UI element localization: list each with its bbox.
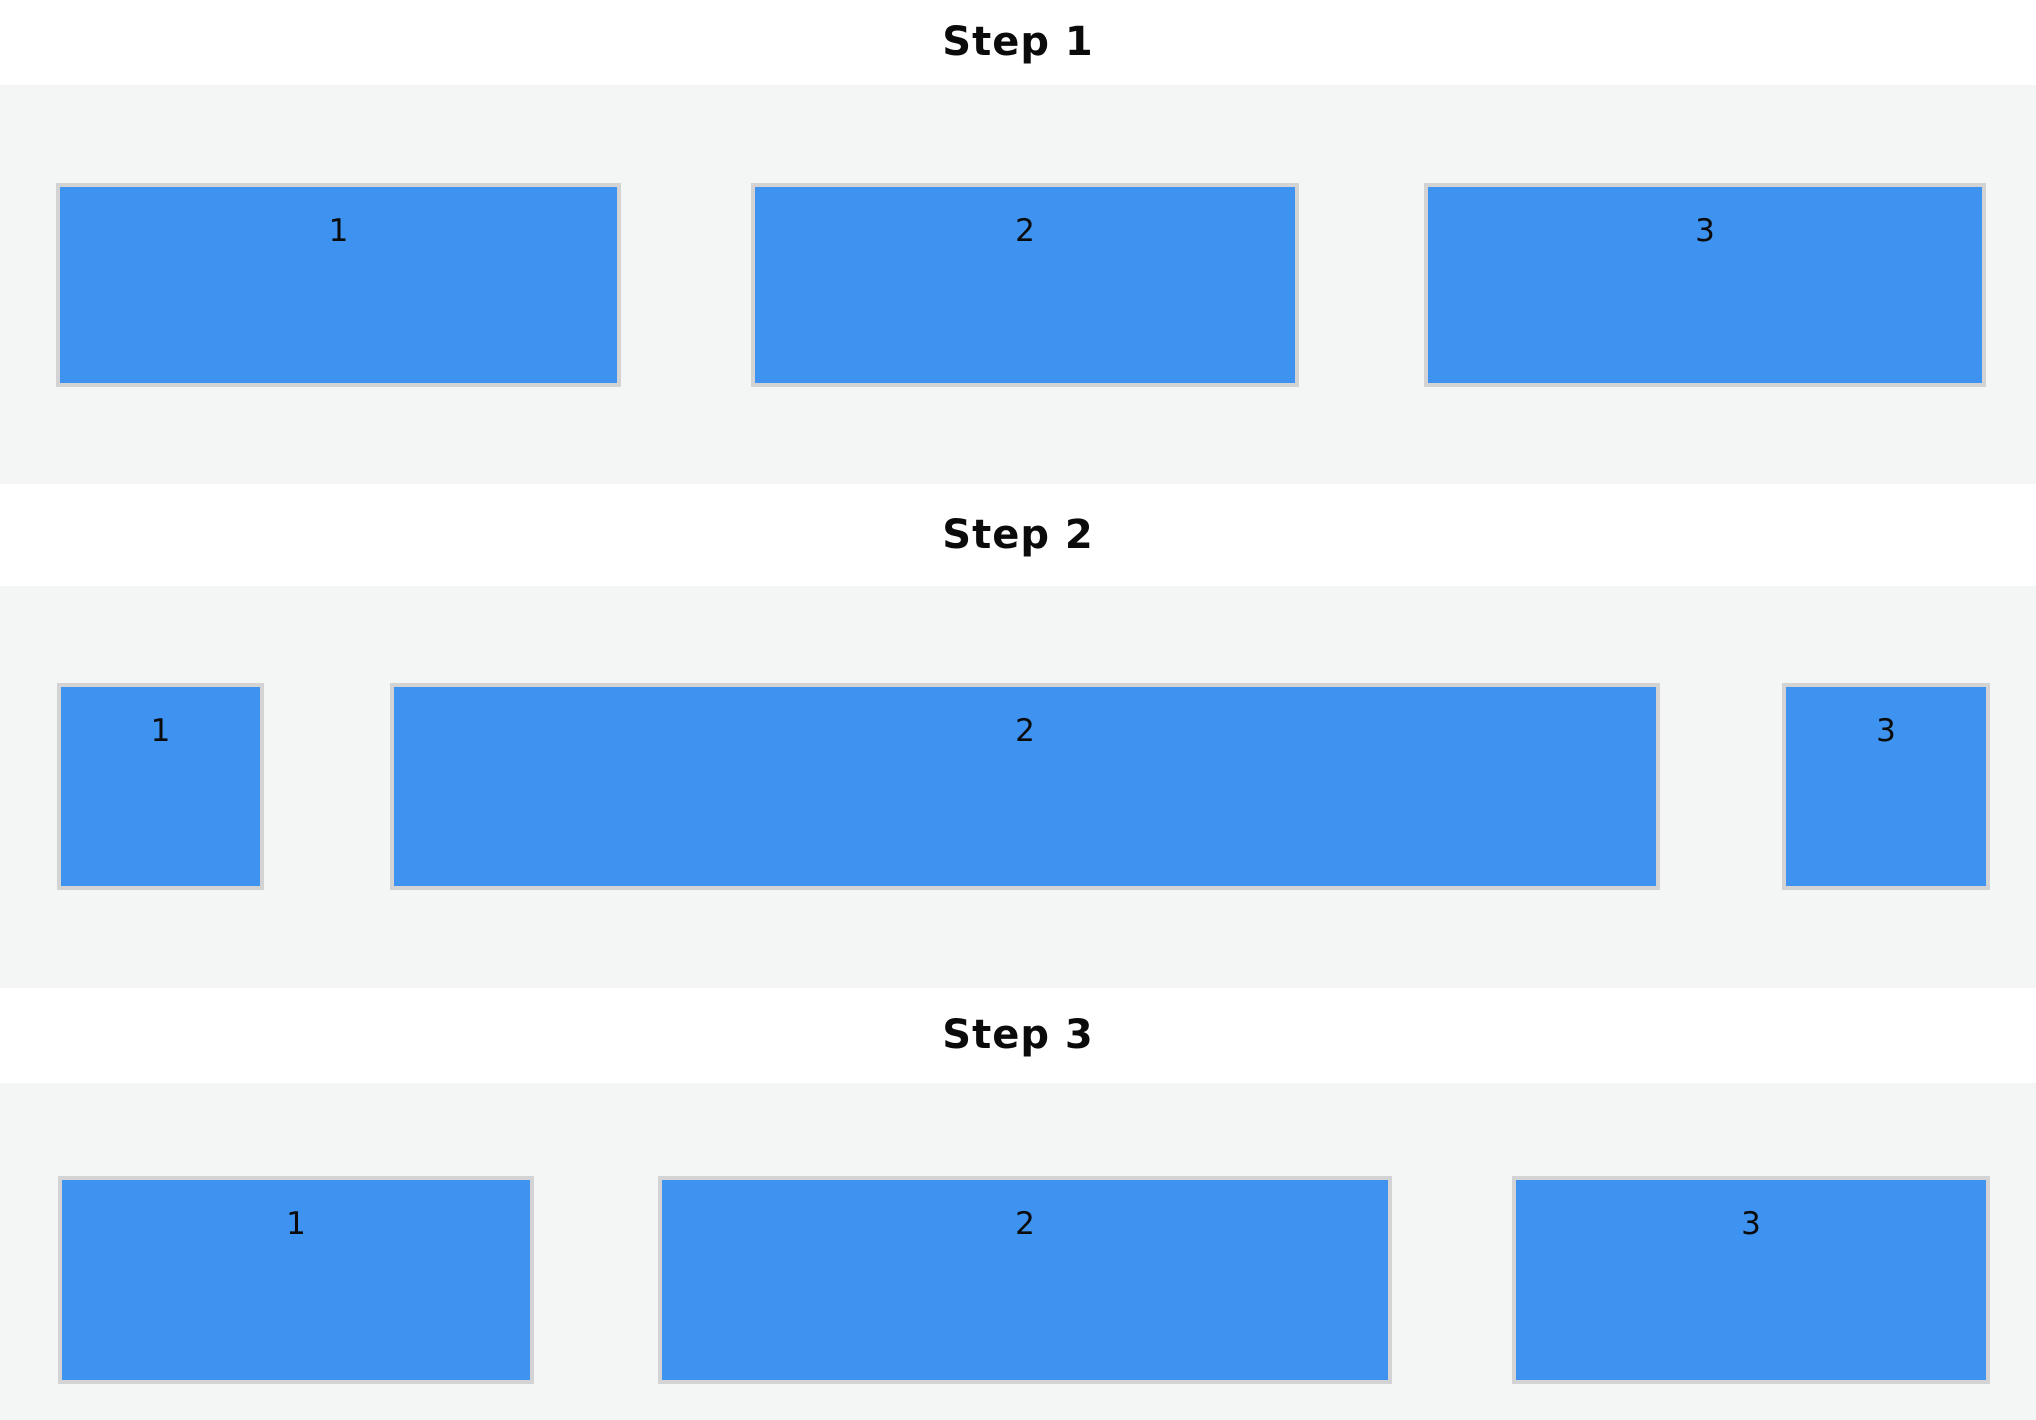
step-1-flex-item-2: 2	[751, 183, 1299, 387]
step-2-flex-item-2: 2	[390, 683, 1660, 890]
step-1-section: Step 1 1 2 3	[0, 0, 2036, 484]
step-2-flex-item-1: 1	[57, 683, 264, 890]
step-1-flex-item-3: 3	[1424, 183, 1986, 387]
step-1-demo-strip: 1 2 3	[0, 85, 2036, 484]
step-3-demo-strip: 1 2 3	[0, 1083, 2036, 1420]
step-3-section: Step 3 1 2 3	[0, 988, 2036, 1420]
step-3-flex-item-1: 1	[58, 1176, 534, 1384]
step-1-title: Step 1	[0, 0, 2036, 85]
step-2-demo-strip: 1 2 3	[0, 586, 2036, 988]
step-3-flex-item-3: 3	[1512, 1176, 1990, 1384]
step-2-title: Step 2	[0, 484, 2036, 586]
step-3-title: Step 3	[0, 988, 2036, 1083]
step-2-section: Step 2 1 2 3	[0, 484, 2036, 988]
step-1-flex-item-1: 1	[56, 183, 621, 387]
step-2-flex-item-3: 3	[1782, 683, 1990, 890]
step-3-flex-item-2: 2	[658, 1176, 1392, 1384]
